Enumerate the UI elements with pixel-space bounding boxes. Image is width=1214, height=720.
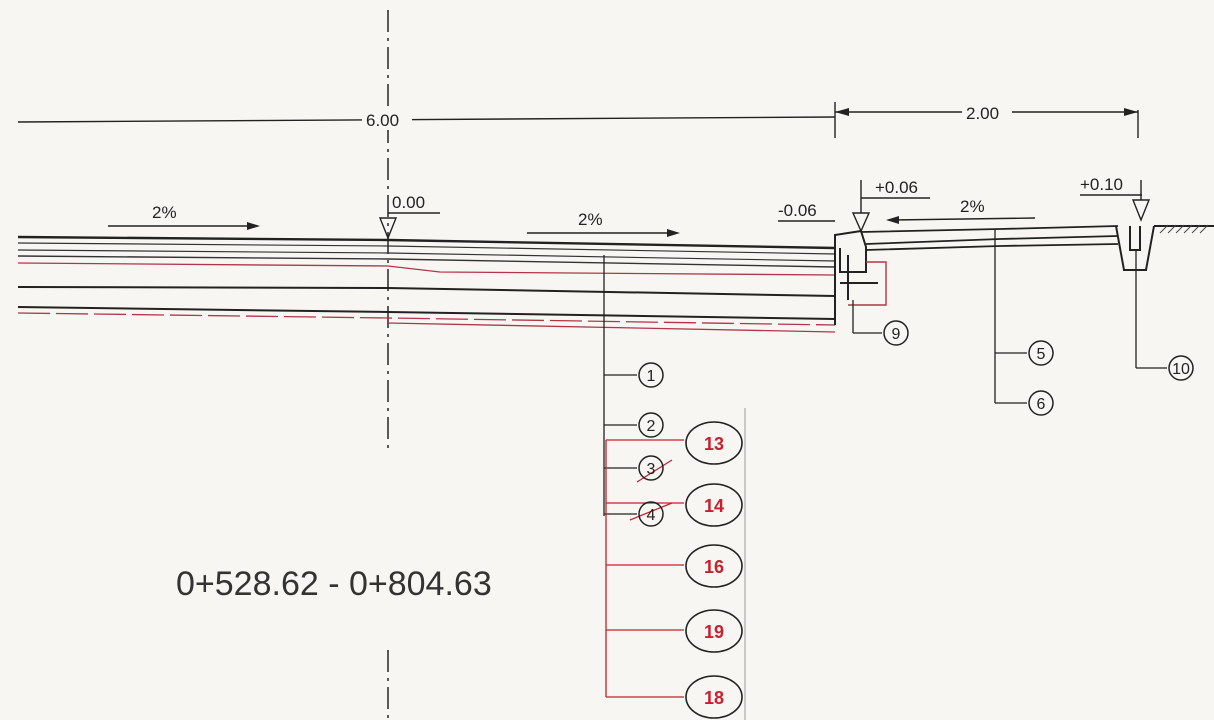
level-axis-label: 0.00 [392, 193, 425, 212]
dimension-main-width: 6.00 [366, 111, 399, 130]
edge-channel [1115, 225, 1214, 271]
red-tag-19: 19 [704, 622, 724, 642]
pavement-layers [17, 235, 836, 333]
level-curb-low-label: -0.06 [778, 201, 817, 220]
level-curb-high-label: +0.06 [875, 178, 918, 197]
red-leader-lines [605, 439, 684, 698]
red-tag-14: 14 [704, 496, 724, 516]
verge-surface [860, 225, 1119, 251]
tag-10: 10 [1172, 361, 1190, 378]
red-tag-13: 13 [704, 434, 724, 454]
slope-arrows [108, 216, 1036, 237]
curb [834, 229, 887, 306]
slope-left-label: 2% [152, 203, 177, 222]
red-tag-18: 18 [704, 688, 724, 708]
red-tags [685, 421, 743, 719]
red-tag-16: 16 [704, 557, 724, 577]
tag-6: 6 [1037, 396, 1046, 413]
black-tags [638, 320, 1194, 527]
tag-9: 9 [892, 326, 901, 343]
dimension-verge-width: 2.00 [966, 104, 999, 123]
slope-mid-label: 2% [578, 210, 603, 229]
leader-lines [603, 230, 1167, 516]
slope-verge-label: 2% [960, 197, 985, 216]
tag-5: 5 [1037, 346, 1046, 363]
tag-3: 3 [647, 461, 656, 478]
ground-hatch [1159, 224, 1209, 234]
chainage-range: 0+528.62 - 0+804.63 [176, 565, 492, 603]
level-markers [378, 180, 1151, 240]
tag-1: 1 [647, 368, 656, 385]
level-edge-label: +0.10 [1080, 175, 1123, 194]
tag-2: 2 [647, 418, 656, 435]
tag-4: 4 [647, 507, 656, 524]
